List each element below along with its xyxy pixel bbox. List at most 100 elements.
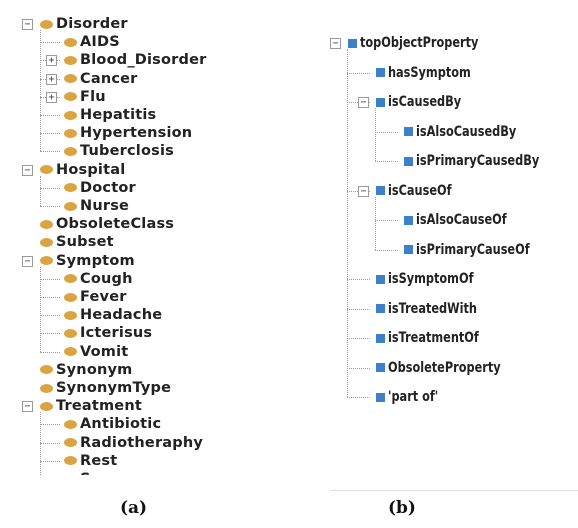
class-tree-item-label: Flu bbox=[80, 88, 106, 105]
class-tree-item-antibiotic[interactable]: Antibiotic bbox=[64, 415, 161, 433]
class-tree-item-hospital[interactable]: Hospital bbox=[40, 161, 125, 179]
tree-connector bbox=[40, 278, 60, 280]
class-node-icon bbox=[40, 401, 53, 411]
tree-connector bbox=[40, 187, 60, 189]
expand-toggle-icon[interactable]: + bbox=[46, 91, 57, 103]
tree-branch-line bbox=[375, 196, 376, 250]
tree-connector bbox=[40, 151, 60, 153]
class-tree-item-doctor[interactable]: Doctor bbox=[64, 179, 136, 197]
class-tree-item-tuberclosis[interactable]: Tuberclosis bbox=[64, 142, 174, 160]
property-tree-item-istreatedwith[interactable]: isTreatedWith bbox=[376, 300, 502, 318]
class-tree-item-label: Vomit bbox=[80, 343, 129, 360]
property-node-icon bbox=[348, 38, 357, 48]
class-tree-item-nurse[interactable]: Nurse bbox=[64, 197, 129, 215]
class-node-icon bbox=[64, 55, 77, 65]
tree-connector bbox=[347, 338, 370, 339]
class-tree-item-blood-disorder[interactable]: Blood_Disorder bbox=[64, 51, 207, 69]
property-tree-item-hassymptom[interactable]: hasSymptom bbox=[376, 64, 494, 82]
expand-toggle-icon[interactable]: + bbox=[46, 55, 57, 67]
class-tree-item-label: ObsoleteClass bbox=[56, 216, 175, 233]
class-tree-item-rest[interactable]: Rest bbox=[64, 452, 117, 470]
property-tree-item-isalsocausedby[interactable]: isAlsoCausedBy bbox=[404, 123, 544, 141]
property-tree-item-isprimarycausedby[interactable]: isPrimaryCausedBy bbox=[404, 152, 574, 170]
collapse-toggle-icon[interactable]: − bbox=[358, 97, 369, 108]
property-tree-item-isalsocauseof[interactable]: isAlsoCauseOf bbox=[404, 211, 532, 229]
property-tree-item-isprimarycauseof[interactable]: isPrimaryCauseOf bbox=[404, 241, 562, 259]
class-tree-item-cough[interactable]: Cough bbox=[64, 270, 133, 288]
expand-toggle-icon[interactable]: + bbox=[46, 73, 57, 85]
collapse-toggle-icon[interactable]: − bbox=[22, 255, 33, 267]
class-node-icon bbox=[64, 456, 77, 466]
class-tree-item-disorder[interactable]: Disorder bbox=[40, 15, 128, 33]
class-tree-item-label: Tuberclosis bbox=[80, 143, 174, 160]
class-node-icon bbox=[64, 110, 77, 120]
tree-connector bbox=[40, 315, 60, 317]
property-tree-item-label: isTreatmentOf bbox=[388, 330, 479, 346]
class-node-icon bbox=[40, 237, 53, 247]
class-tree-item-headache[interactable]: Headache bbox=[64, 306, 162, 324]
class-tree-item-fever[interactable]: Fever bbox=[64, 288, 127, 306]
property-tree-item-issymptomof[interactable]: isSymptomOf bbox=[376, 270, 498, 288]
property-tree-item-obsoleteproperty[interactable]: ObsoleteProperty bbox=[376, 359, 532, 377]
property-tree-item-label: isAlsoCauseOf bbox=[416, 212, 507, 228]
tree-connector bbox=[40, 115, 60, 116]
tree-branch-line bbox=[40, 30, 41, 152]
class-tree-item-obsoleteclass[interactable]: ObsoleteClass bbox=[40, 215, 174, 233]
tree-connector bbox=[40, 424, 60, 426]
property-tree-item-label: isSymptomOf bbox=[388, 271, 474, 287]
tree-connector bbox=[40, 206, 60, 207]
class-node-icon bbox=[40, 256, 53, 266]
property-node-icon bbox=[376, 68, 385, 77]
class-tree-item-hepatitis[interactable]: Hepatitis bbox=[64, 106, 156, 124]
tree-branch-line bbox=[375, 108, 376, 161]
class-node-icon bbox=[40, 219, 53, 229]
property-tree-item-label: ObsoleteProperty bbox=[388, 359, 501, 376]
class-tree-item-treatment[interactable]: Treatment bbox=[40, 397, 142, 415]
class-tree-item-symptom[interactable]: Symptom bbox=[40, 252, 135, 270]
class-tree-item-synonymtype[interactable]: SynonymType bbox=[40, 379, 171, 397]
property-tree-item-iscausedby[interactable]: isCausedBy bbox=[376, 93, 482, 111]
collapse-toggle-icon[interactable]: − bbox=[22, 164, 33, 176]
class-tree-item-label: Hepatitis bbox=[80, 107, 157, 123]
property-tree-item-label: isCausedBy bbox=[388, 94, 462, 110]
class-tree-item-vomit[interactable]: Vomit bbox=[64, 343, 128, 361]
class-node-icon bbox=[64, 146, 77, 156]
class-tree-item-label: Hospital bbox=[56, 161, 126, 178]
class-tree-item-label: Hypertension bbox=[80, 125, 193, 142]
property-tree-item-label: isPrimaryCausedBy bbox=[416, 153, 540, 169]
class-tree-item-radiotheraphy[interactable]: Radiotheraphy bbox=[64, 434, 203, 452]
class-tree-item-flu[interactable]: Flu bbox=[64, 88, 106, 106]
property-node-icon bbox=[376, 304, 385, 313]
property-tree-item-topobjectproperty[interactable]: topObjectProperty bbox=[348, 34, 512, 52]
tree-connector bbox=[40, 442, 60, 444]
class-tree-item-synonym[interactable]: Synonym bbox=[40, 361, 132, 379]
tree-connector bbox=[347, 397, 370, 398]
property-tree-item-iscauseof[interactable]: isCauseOf bbox=[376, 182, 469, 200]
tree-connector bbox=[375, 220, 398, 221]
property-tree-item-part-of[interactable]: 'part of' bbox=[376, 388, 452, 406]
class-node-icon bbox=[64, 183, 77, 193]
class-node-icon bbox=[64, 419, 77, 429]
collapse-toggle-icon[interactable]: − bbox=[22, 401, 33, 413]
collapse-toggle-icon[interactable]: − bbox=[22, 19, 33, 30]
tree-branch-line bbox=[40, 266, 41, 352]
property-tree-item-label: isAlsoCausedBy bbox=[416, 123, 517, 140]
class-tree-item-subset[interactable]: Subset bbox=[40, 233, 114, 251]
class-node-icon bbox=[64, 274, 77, 284]
tree-connector bbox=[40, 297, 60, 298]
class-tree-item-aids[interactable]: AIDS bbox=[64, 33, 120, 51]
class-node-icon bbox=[64, 310, 77, 320]
class-tree-item-hypertension[interactable]: Hypertension bbox=[64, 124, 192, 142]
collapse-toggle-icon[interactable]: − bbox=[358, 185, 369, 197]
property-tree-item-istreatmentof[interactable]: isTreatmentOf bbox=[376, 329, 504, 347]
class-tree-item-cancer[interactable]: Cancer bbox=[64, 70, 138, 88]
tree-connector bbox=[40, 42, 60, 44]
property-node-icon bbox=[404, 215, 413, 225]
class-tree-item-surgery[interactable]: Surgery bbox=[64, 470, 146, 475]
collapse-toggle-icon[interactable]: − bbox=[330, 38, 341, 49]
class-tree-item-icterisus[interactable]: Icterisus bbox=[64, 324, 152, 342]
property-node-icon bbox=[376, 186, 385, 195]
tree-branch-line bbox=[40, 175, 41, 206]
class-tree-item-label: Symptom bbox=[56, 252, 135, 269]
